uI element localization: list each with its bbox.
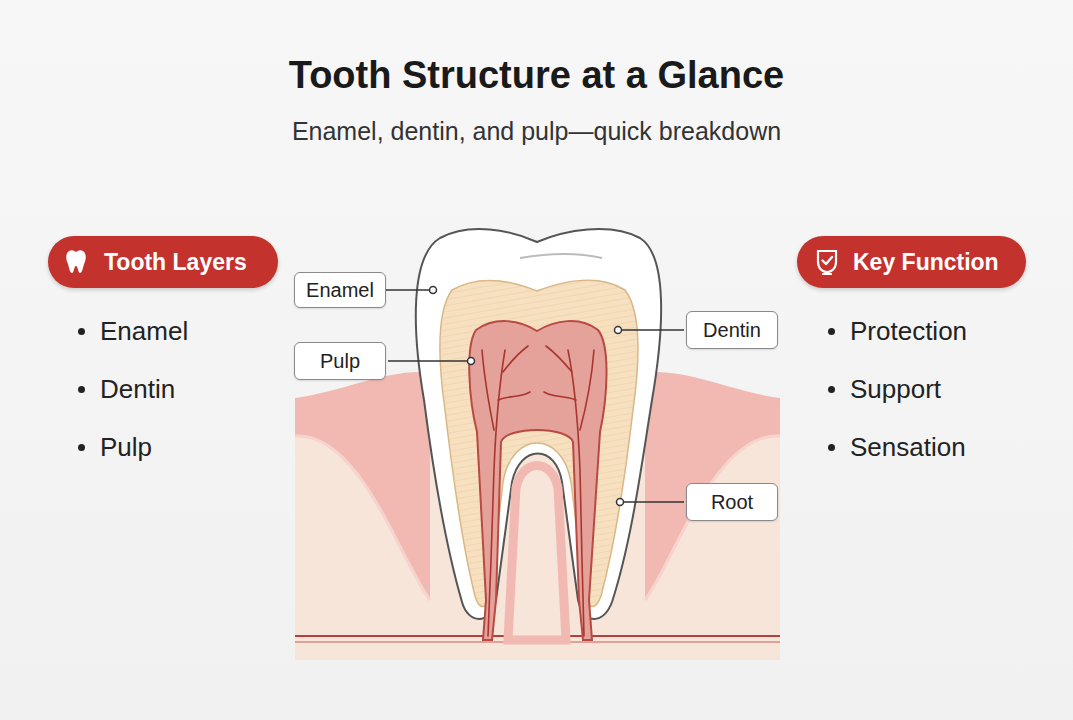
subtitle: Enamel, dentin, and pulp—quick breakdown bbox=[0, 117, 1073, 146]
pulp-chamber bbox=[469, 321, 606, 640]
part-name: Dentin bbox=[703, 319, 761, 342]
gum-between-roots bbox=[508, 466, 566, 641]
bullet-item: Support bbox=[850, 374, 941, 405]
part-callout: Root bbox=[686, 483, 778, 521]
section-pill: Key Function bbox=[797, 236, 1026, 288]
bullet-dot bbox=[78, 444, 85, 451]
gum-left bbox=[295, 372, 430, 600]
bullet-dot bbox=[828, 328, 835, 335]
bullet-dot bbox=[78, 328, 85, 335]
leader-lines bbox=[386, 287, 684, 506]
bullet-item: Enamel bbox=[100, 316, 188, 347]
bullet-item: Protection bbox=[850, 316, 967, 347]
section-heading: Tooth Layers bbox=[104, 249, 247, 276]
title: Tooth Structure at a Glance bbox=[0, 54, 1073, 97]
part-name: Root bbox=[711, 491, 753, 514]
gum-right bbox=[645, 372, 780, 600]
bullet-item: Pulp bbox=[100, 432, 152, 463]
part-callout: Dentin bbox=[686, 311, 778, 349]
bullet-dot bbox=[78, 386, 85, 393]
bullet-dot bbox=[828, 444, 835, 451]
nerve-vessels bbox=[482, 346, 594, 636]
bullet-dot bbox=[828, 386, 835, 393]
bullet-item: Sensation bbox=[850, 432, 966, 463]
tooth-icon bbox=[64, 249, 88, 275]
bullet-item: Dentin bbox=[100, 374, 175, 405]
part-callout: Enamel bbox=[294, 272, 386, 308]
part-name: Pulp bbox=[320, 350, 360, 373]
part-callout: Pulp bbox=[294, 342, 386, 380]
section-heading: Key Function bbox=[853, 249, 999, 276]
part-name: Enamel bbox=[306, 279, 374, 302]
check-cup-icon bbox=[814, 248, 840, 276]
